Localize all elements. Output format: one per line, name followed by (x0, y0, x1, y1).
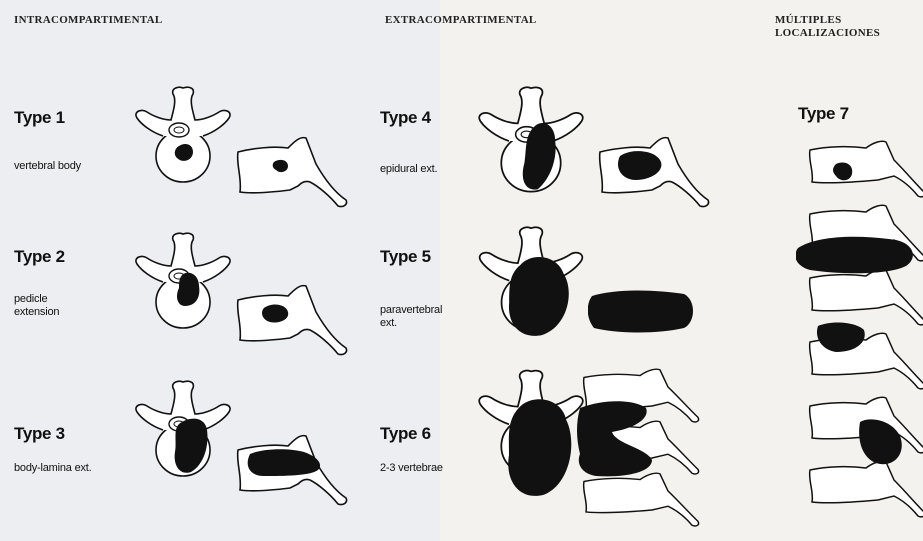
type-5-lateral-lesion (588, 291, 693, 333)
type-6-description: 2-3 vertebrae (380, 462, 443, 475)
type-7-lesion-2 (796, 237, 913, 274)
header-multiples-localizaciones: MÚLTIPLES LOCALIZACIONES (775, 14, 880, 40)
header-multiples-line-1: MÚLTIPLES (775, 14, 880, 27)
type-1-axial-vertebra (133, 86, 233, 186)
type-3-description: body-lamina ext. (14, 462, 92, 475)
type-7-lateral-stack (796, 140, 923, 540)
type-2-axial-vertebra (133, 232, 233, 342)
type-3-axial-vertebra (133, 380, 233, 490)
type-1-description: vertebral body (14, 160, 81, 173)
type-6-lateral-stack (576, 368, 706, 538)
type-2-label: Type 2 (14, 247, 65, 267)
type-2-axial-lesion (177, 273, 199, 306)
type-2-lateral-vertebra (234, 282, 352, 362)
type-2-lateral-lesion (262, 305, 288, 323)
type-4-axial-vertebra (476, 86, 586, 196)
type-6-axial-vertebra (476, 368, 586, 508)
type-1-lateral-vertebra (234, 134, 352, 214)
type-6-axial-lesion (508, 399, 571, 496)
type-5-label: Type 5 (380, 247, 431, 267)
type-7-label: Type 7 (798, 104, 849, 124)
header-extracompartimental: EXTRACOMPARTIMENTAL (385, 14, 537, 27)
type-4-lateral-vertebra (596, 134, 714, 214)
type-3-lateral-vertebra (234, 432, 352, 512)
header-multiples-line-2: LOCALIZACIONES (775, 27, 880, 40)
type-1-label: Type 1 (14, 108, 65, 128)
type-5-axial-lesion (509, 257, 569, 336)
type-4-label: Type 4 (380, 108, 431, 128)
header-intracompartimental: INTRACOMPARTIMENTAL (14, 14, 163, 27)
type-4-description: epidural ext. (380, 163, 437, 176)
type-5-lateral-vertebra (588, 282, 698, 342)
type-6-label: Type 6 (380, 424, 431, 444)
type-3-label: Type 3 (14, 424, 65, 444)
type-5-axial-vertebra (476, 226, 586, 346)
